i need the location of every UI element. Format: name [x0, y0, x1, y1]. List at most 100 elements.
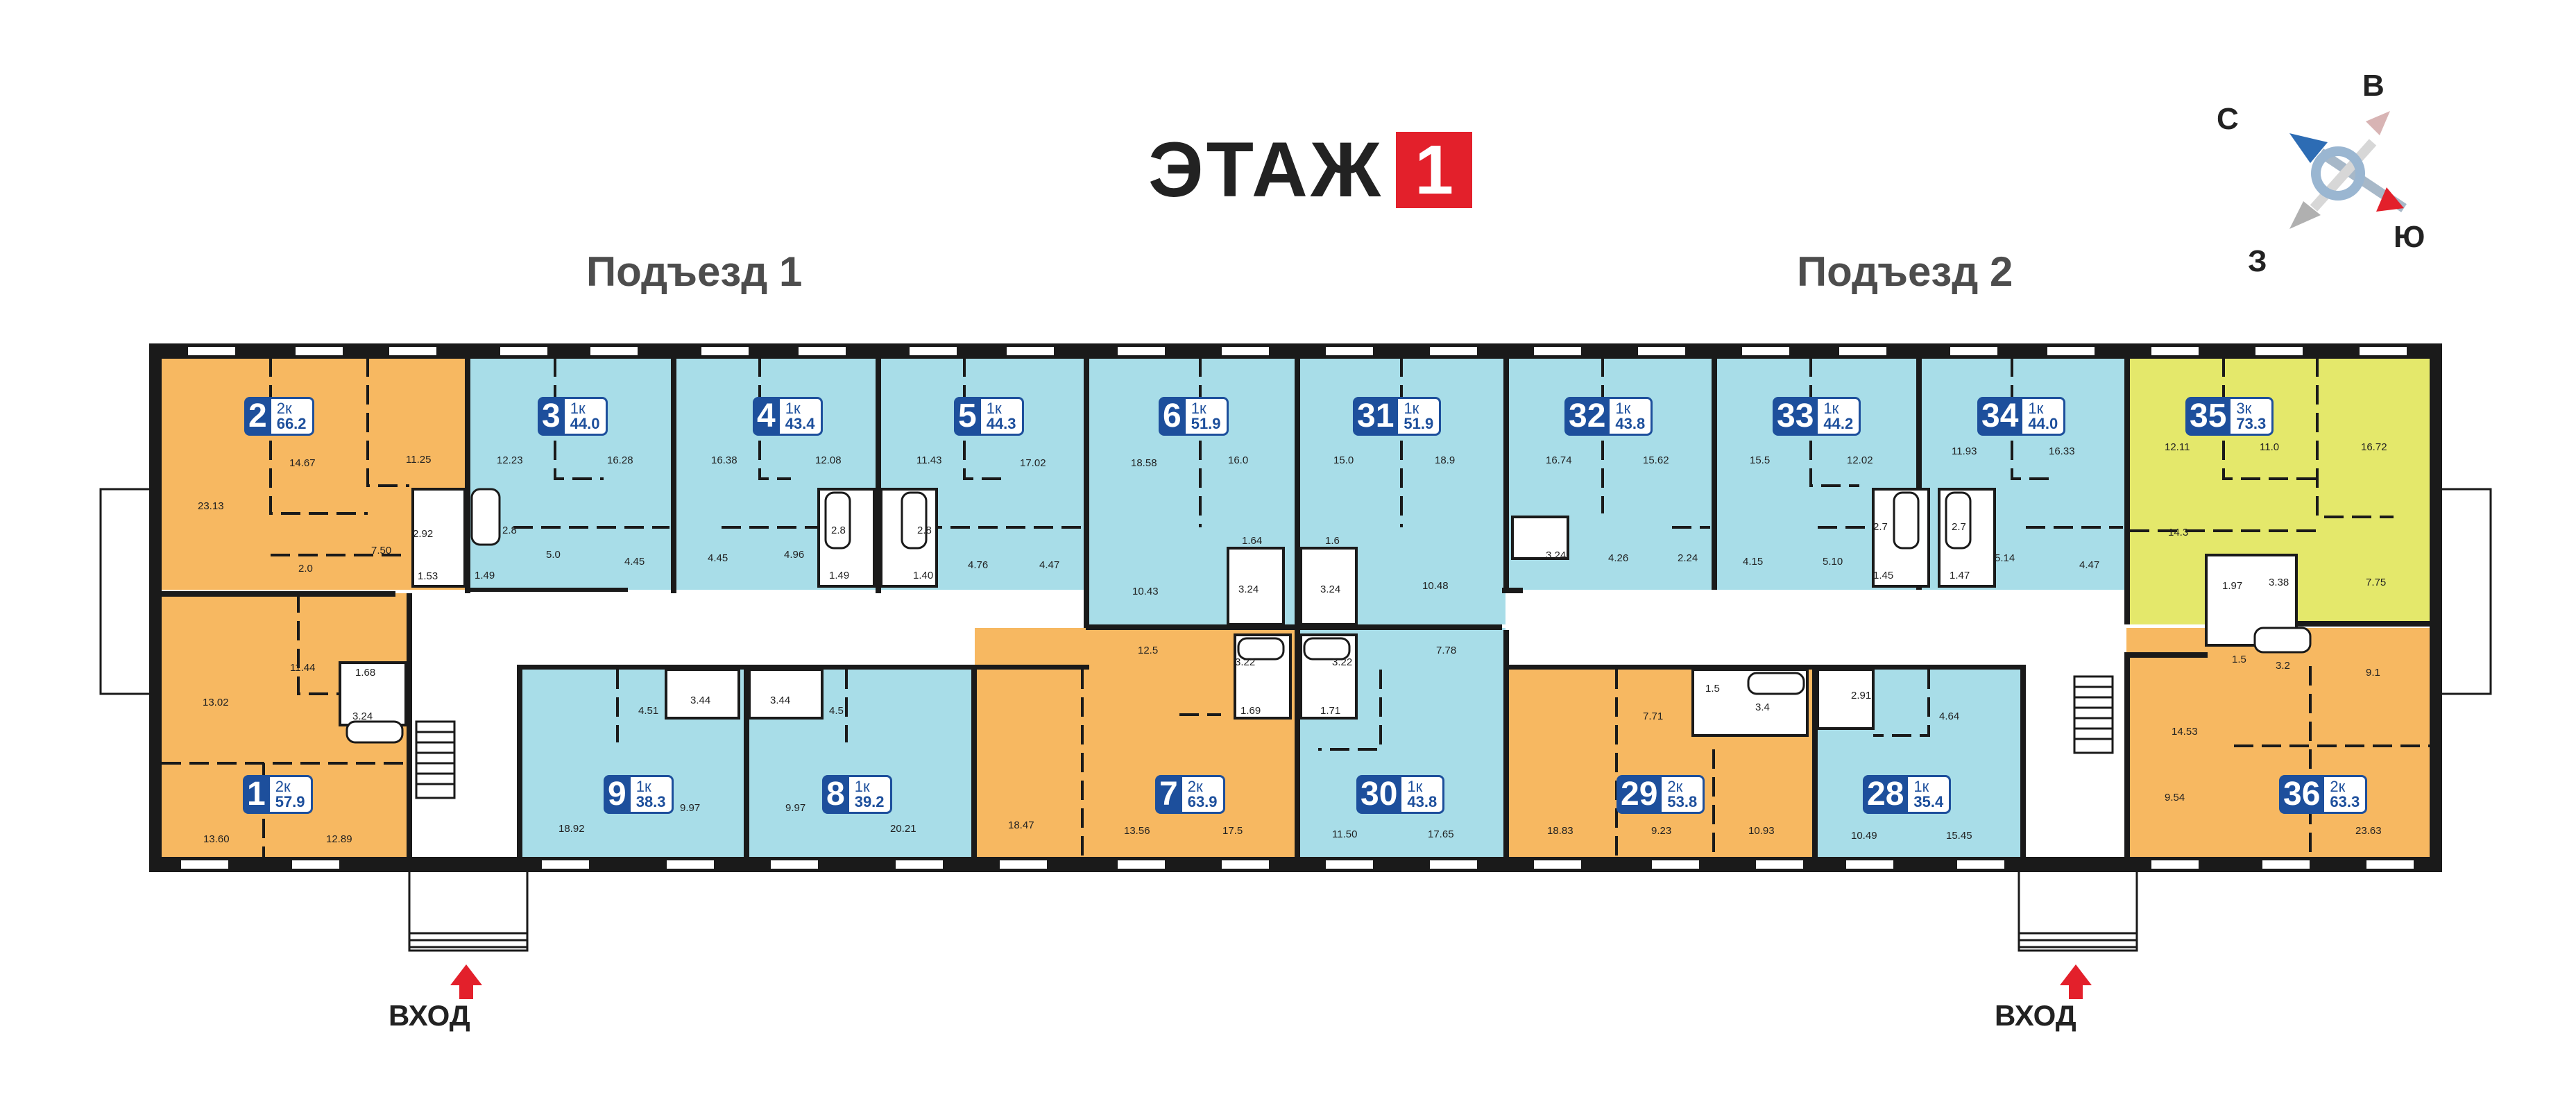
room-area: 4.15 [1743, 556, 1764, 568]
room-area: 2.92 [413, 528, 434, 540]
apartment-area: 51.9 [1191, 415, 1221, 432]
room-area: 3.44 [690, 695, 711, 706]
apartment-type: 3к [2236, 400, 2252, 417]
room-area: 17.65 [1428, 828, 1454, 840]
room-area: 18.92 [558, 823, 585, 835]
room-area: 9.97 [680, 802, 701, 814]
room-area: 1.49 [475, 570, 495, 581]
apartment-type: 1к [1407, 778, 1423, 795]
room-area: 2.0 [298, 563, 313, 574]
apartment-type: 1к [570, 400, 586, 417]
room-area: 4.26 [1608, 552, 1629, 564]
room-area: 3.44 [770, 695, 791, 706]
room-area: 4.47 [2079, 559, 2100, 571]
room-area: 5.14 [1995, 552, 2015, 564]
room-area: 3.24 [1546, 550, 1567, 561]
room-area: 12.08 [815, 454, 842, 466]
apartment-area: 35.4 [1913, 793, 1944, 810]
compass-south-label: Ю [2394, 220, 2425, 254]
apartment-fills [160, 357, 2432, 857]
room-area: 18.47 [1008, 819, 1034, 831]
interior-walls [160, 357, 2432, 857]
room-area: 12.23 [497, 454, 523, 466]
apt-3-fill [468, 357, 673, 590]
room-area: 12.02 [1847, 454, 1873, 466]
apartment-number: 4 [753, 397, 780, 436]
room-area: 16.28 [607, 454, 633, 466]
room-area: 9.97 [785, 802, 806, 814]
apartment-type: 1к [1913, 778, 1929, 795]
room-area: 17.5 [1222, 825, 1243, 837]
room-area: 4.45 [708, 552, 728, 564]
apartment-area: 66.2 [276, 415, 307, 432]
entry-arrows [450, 964, 2092, 999]
room-area: 9.23 [1651, 825, 1672, 837]
apartment-area: 63.9 [1187, 793, 1218, 810]
entrance-1-label: Подъезд 1 [586, 248, 803, 295]
compass-rose [2289, 111, 2407, 229]
apartment-number: 28 [1863, 775, 1909, 814]
room-area: 1.40 [913, 570, 934, 581]
apartment-area: 53.8 [1667, 793, 1698, 810]
room-area: 11.44 [290, 662, 316, 674]
room-area: 1.6 [1325, 535, 1340, 547]
room-area: 13.56 [1124, 825, 1150, 837]
apartment-number: 29 [1617, 775, 1662, 814]
room-area: 1.5 [1705, 683, 1720, 695]
apartment-type: 2к [2330, 778, 2346, 795]
apartment-number: 5 [954, 397, 981, 436]
apartment-area: 43.4 [785, 415, 815, 432]
compass-east-label: В [2362, 69, 2385, 103]
room-area: 4.76 [968, 559, 989, 571]
apt-36-fill [2126, 628, 2432, 857]
apartment-number: 36 [2279, 775, 2325, 814]
room-area: 20.21 [890, 823, 916, 835]
floor-title-text: ЭТАЖ [1148, 126, 1384, 213]
room-area: 16.38 [711, 454, 737, 466]
room-area: 10.48 [1422, 580, 1449, 592]
room-area: 2.91 [1851, 690, 1872, 701]
entry-label-1: ВХОД [389, 999, 470, 1032]
room-area: 12.5 [1138, 645, 1159, 656]
floor-title: ЭТАЖ 1 [1148, 126, 1473, 213]
room-area: 10.49 [1851, 830, 1877, 842]
room-area: 14.3 [2168, 527, 2189, 538]
apartment-area: 38.3 [636, 793, 666, 810]
apartment-number: 8 [822, 775, 849, 814]
entrance-2-label: Подъезд 2 [1797, 248, 2013, 295]
room-area: 16.74 [1546, 454, 1572, 466]
room-area: 4.51 [638, 705, 659, 717]
room-area: 3.24 [1320, 584, 1341, 595]
apartment-type: 1к [1191, 400, 1206, 417]
floor-number-badge: 1 [1396, 131, 1473, 209]
room-area: 3.22 [1332, 656, 1353, 668]
room-area: 14.53 [2172, 726, 2198, 738]
room-area: 4.45 [624, 556, 645, 568]
apartment-type: 2к [276, 400, 292, 417]
room-area: 16.72 [2361, 441, 2387, 453]
room-area: 16.33 [2049, 445, 2075, 457]
apartment-area: 44.0 [570, 415, 600, 432]
apartment-area: 44.2 [1823, 415, 1854, 432]
room-area: 1.49 [829, 570, 850, 581]
room-area: 2.8 [502, 525, 517, 536]
side-balconies [99, 488, 2492, 695]
